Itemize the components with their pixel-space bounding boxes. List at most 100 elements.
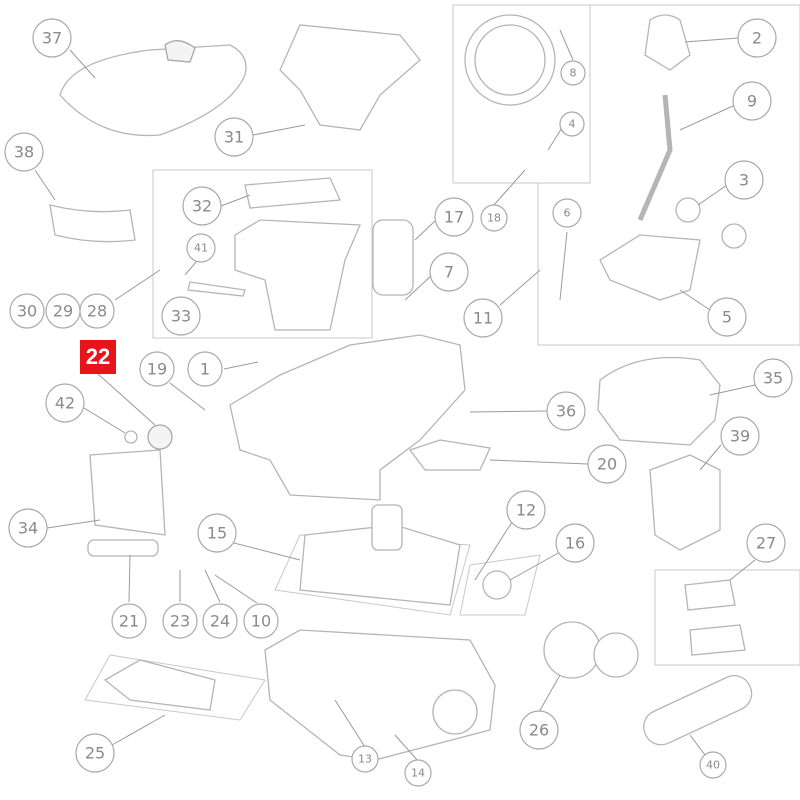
part-handle-base	[599, 234, 701, 301]
callout-number: 42	[55, 394, 75, 413]
callout-1[interactable]: 1	[187, 351, 223, 387]
callout-34[interactable]: 34	[8, 508, 48, 548]
callout-38[interactable]: 38	[4, 132, 44, 172]
callout-number: 3	[739, 171, 749, 190]
callout-23[interactable]: 23	[162, 603, 198, 639]
part-20	[408, 439, 491, 471]
callout-5[interactable]: 5	[707, 297, 747, 337]
callout-19[interactable]: 19	[139, 351, 175, 387]
callout-25[interactable]: 25	[75, 733, 115, 773]
callout-35[interactable]: 35	[753, 358, 793, 398]
callout-circle	[559, 111, 585, 137]
part-chassis-tracks	[264, 629, 496, 761]
callout-circle	[732, 81, 772, 121]
callout-10[interactable]: 10	[243, 603, 279, 639]
callout-number: 33	[171, 307, 191, 326]
callout-31[interactable]: 31	[214, 117, 254, 157]
callout-number: 21	[119, 612, 139, 631]
part-motor-unit	[597, 356, 721, 446]
callout-41[interactable]: 41	[186, 233, 216, 263]
part-cable-coil-inner	[474, 24, 546, 96]
callout-14[interactable]: 14	[404, 759, 432, 787]
callout-8[interactable]: 8	[560, 60, 586, 86]
callout-circle	[404, 759, 432, 787]
callout-number: 32	[192, 197, 212, 216]
group-box-27	[654, 569, 800, 666]
callout-number: 28	[87, 302, 107, 321]
group-box-handle	[537, 4, 800, 346]
callout-6[interactable]: 6	[552, 198, 582, 228]
callout-11[interactable]: 11	[463, 298, 503, 338]
callout-circle	[202, 603, 238, 639]
callout-27[interactable]: 27	[746, 523, 786, 563]
callout-circle	[506, 490, 546, 530]
callout-28[interactable]: 28	[79, 293, 115, 329]
callout-12[interactable]: 12	[506, 490, 546, 530]
part-filter-cartridge	[372, 219, 414, 296]
callout-32[interactable]: 32	[182, 186, 222, 226]
highlighted-part-label[interactable]: 22	[80, 340, 116, 374]
part-top-cover-knob	[164, 40, 196, 63]
callout-9[interactable]: 9	[732, 81, 772, 121]
callout-circle	[161, 296, 201, 336]
callout-circle	[546, 391, 586, 431]
callout-number: 12	[516, 501, 536, 520]
callout-13[interactable]: 13	[351, 745, 379, 773]
callout-2[interactable]: 2	[737, 18, 777, 58]
callout-circle	[75, 733, 115, 773]
callout-7[interactable]: 7	[429, 252, 469, 292]
part-filter-basket	[279, 24, 421, 131]
callout-3[interactable]: 3	[724, 160, 764, 200]
callout-26[interactable]: 26	[519, 710, 559, 750]
callout-39[interactable]: 39	[720, 416, 760, 456]
callout-number: 9	[747, 92, 757, 111]
part-wheel-26b	[593, 632, 639, 678]
callout-number: 6	[564, 207, 571, 220]
part-main-body	[229, 334, 466, 501]
callout-circle	[111, 603, 147, 639]
callout-36[interactable]: 36	[546, 391, 586, 431]
callout-circle	[552, 198, 582, 228]
callout-circle	[162, 603, 198, 639]
callout-18[interactable]: 18	[480, 204, 508, 232]
callout-number: 1	[200, 360, 210, 379]
callout-30[interactable]: 30	[9, 293, 45, 329]
callout-number: 19	[147, 360, 167, 379]
callout-number: 11	[473, 309, 493, 328]
callout-20[interactable]: 20	[587, 444, 627, 484]
callout-number: 41	[194, 242, 208, 255]
callout-16[interactable]: 16	[555, 523, 595, 563]
callout-40[interactable]: 40	[699, 751, 727, 779]
part-drive-wheel	[432, 689, 478, 735]
part-gear	[482, 570, 512, 600]
callout-24[interactable]: 24	[202, 603, 238, 639]
callout-37[interactable]: 37	[32, 18, 72, 58]
callout-circle	[243, 603, 279, 639]
callout-number: 2	[752, 29, 762, 48]
part-wheel-26a	[543, 621, 601, 679]
callout-42[interactable]: 42	[45, 383, 85, 423]
callout-29[interactable]: 29	[45, 293, 81, 329]
callout-circle	[746, 523, 786, 563]
callout-number: 10	[251, 612, 271, 631]
callout-15[interactable]: 15	[197, 513, 237, 553]
callout-number: 17	[444, 208, 464, 227]
callout-21[interactable]: 21	[111, 603, 147, 639]
part-22-impeller	[147, 424, 173, 450]
callout-circle	[79, 293, 115, 329]
callout-number: 27	[756, 534, 776, 553]
callout-circle	[699, 751, 727, 779]
part-wheel-b	[721, 223, 747, 249]
callout-circle	[187, 351, 223, 387]
callout-circle	[724, 160, 764, 200]
callout-circle	[737, 18, 777, 58]
callout-number: 23	[170, 612, 190, 631]
callout-number: 40	[706, 759, 720, 772]
callout-4[interactable]: 4	[559, 111, 585, 137]
part-flap	[89, 449, 166, 536]
callout-17[interactable]: 17	[434, 197, 474, 237]
callout-33[interactable]: 33	[161, 296, 201, 336]
part-39	[649, 454, 721, 551]
callout-number: 31	[224, 128, 244, 147]
